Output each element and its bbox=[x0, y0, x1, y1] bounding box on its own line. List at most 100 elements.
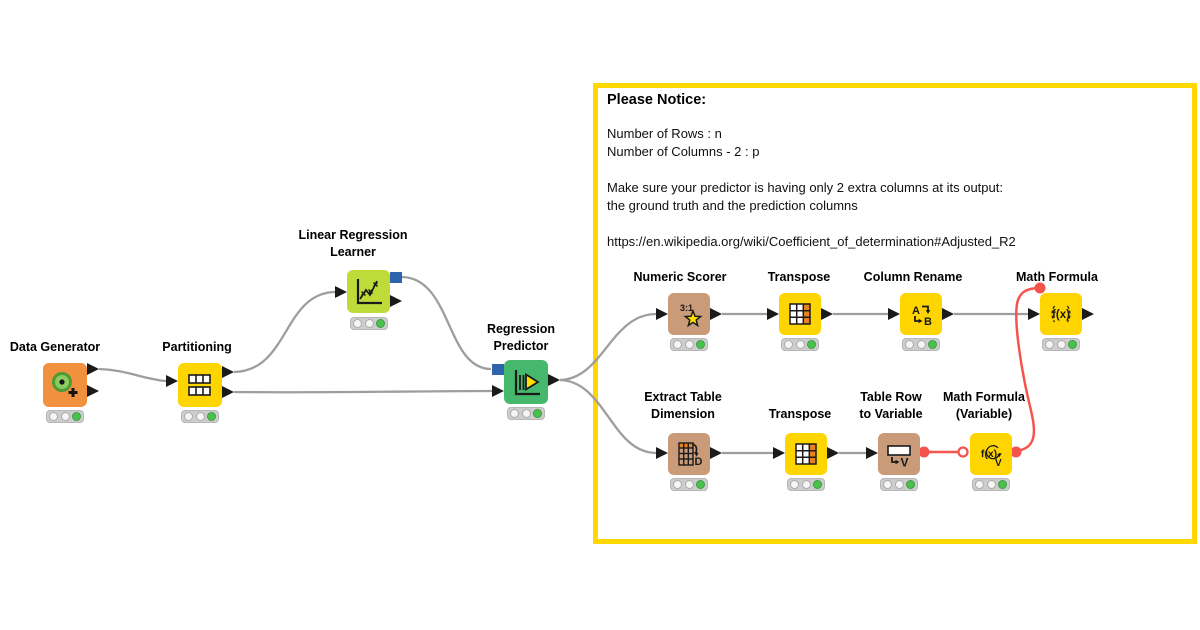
table-row-to-variable-output-port[interactable] bbox=[918, 446, 930, 458]
status-green-dot bbox=[533, 409, 542, 418]
status-green-dot bbox=[807, 340, 816, 349]
status-red-dot bbox=[673, 480, 682, 489]
extract-table-dimension-input-port[interactable] bbox=[656, 447, 668, 459]
learner-input-port[interactable] bbox=[335, 286, 347, 298]
regression-predictor-icon bbox=[514, 370, 540, 396]
status-red-dot bbox=[353, 319, 362, 328]
transpose2-output-port[interactable] bbox=[827, 447, 839, 459]
numeric-scorer-input-port[interactable] bbox=[656, 308, 668, 320]
transpose-icon bbox=[795, 443, 817, 465]
numeric-scorer-icon: 3:1 bbox=[680, 303, 703, 328]
math-formula-output-port[interactable] bbox=[1082, 308, 1094, 320]
status-red-dot bbox=[510, 409, 519, 418]
node-label-numeric-scorer: Numeric Scorer bbox=[633, 270, 727, 284]
data-generator-icon bbox=[52, 372, 78, 397]
status-green-dot bbox=[696, 480, 705, 489]
status-red-dot bbox=[883, 480, 892, 489]
extract-table-dimension-output-port[interactable] bbox=[710, 447, 722, 459]
node-table-row-to-variable[interactable]: V bbox=[878, 433, 920, 475]
status-amber-dot bbox=[801, 480, 811, 489]
predictor-model-input-port[interactable] bbox=[492, 364, 504, 375]
numeric-scorer-output-port[interactable] bbox=[710, 308, 722, 320]
annotation-body: Number of Rows : n Number of Columns - 2… bbox=[607, 126, 1016, 249]
node-label-transpose-2: Transpose bbox=[768, 407, 832, 421]
math-formula-flowvariable-input-port[interactable] bbox=[1034, 282, 1046, 294]
status-amber-dot bbox=[60, 412, 70, 421]
status-traffic-light bbox=[507, 407, 545, 420]
connection-datagenerator-partitioning[interactable] bbox=[98, 367, 167, 383]
node-regression-predictor[interactable] bbox=[504, 360, 548, 404]
predictor-output-port[interactable] bbox=[548, 374, 560, 386]
connection-mathformulavariable-mathformula[interactable] bbox=[1015, 286, 1041, 453]
node-extract-table-dimension[interactable]: D bbox=[668, 433, 710, 475]
status-green-dot bbox=[376, 319, 385, 328]
partitioning-output-port-1[interactable] bbox=[222, 366, 234, 378]
svg-text:f(x): f(x) bbox=[1052, 309, 1070, 321]
status-red-dot bbox=[905, 340, 914, 349]
status-green-dot bbox=[998, 480, 1007, 489]
node-partitioning[interactable] bbox=[178, 363, 222, 407]
svg-text:V: V bbox=[901, 456, 909, 470]
connection-learner-predictor-model[interactable] bbox=[401, 275, 492, 371]
math-formula-icon: f(x) bbox=[1051, 305, 1071, 323]
connection-partitioning-learner[interactable] bbox=[233, 290, 336, 374]
status-green-dot bbox=[906, 480, 915, 489]
node-label-column-rename: Column Rename bbox=[863, 270, 963, 284]
transpose-output-port[interactable] bbox=[821, 308, 833, 320]
status-traffic-light bbox=[670, 478, 708, 491]
math-formula-input-port[interactable] bbox=[1028, 308, 1040, 320]
status-green-dot bbox=[72, 412, 81, 421]
column-rename-input-port[interactable] bbox=[888, 308, 900, 320]
table-row-to-variable-input-port[interactable] bbox=[866, 447, 878, 459]
math-formula-variable-output-port[interactable] bbox=[1010, 446, 1022, 458]
node-label-transpose: Transpose bbox=[767, 270, 831, 284]
connection-predictor-extracttabledimension[interactable] bbox=[559, 378, 657, 455]
predictor-input-port-data[interactable] bbox=[492, 385, 504, 397]
transpose2-input-port[interactable] bbox=[773, 447, 785, 459]
transpose-icon bbox=[789, 303, 811, 325]
node-math-formula[interactable]: f(x) bbox=[1040, 293, 1082, 335]
partitioning-input-port[interactable] bbox=[166, 375, 178, 387]
node-label-math-formula-variable: Math Formula (Variable) bbox=[943, 390, 1025, 421]
status-amber-dot bbox=[795, 340, 805, 349]
connection-partitioning-predictor[interactable] bbox=[233, 389, 493, 394]
learner-output-port-data[interactable] bbox=[390, 295, 402, 307]
node-data-generator[interactable] bbox=[43, 363, 87, 407]
status-green-dot bbox=[207, 412, 216, 421]
math-formula-variable-input-port[interactable] bbox=[957, 446, 969, 458]
node-transpose[interactable] bbox=[779, 293, 821, 335]
partitioning-icon bbox=[188, 374, 211, 396]
node-label-extract-table-dimension: Extract Table Dimension bbox=[644, 390, 722, 421]
status-traffic-light bbox=[181, 410, 219, 423]
status-traffic-light bbox=[350, 317, 388, 330]
node-numeric-scorer[interactable]: 3:1 bbox=[668, 293, 710, 335]
learner-model-output-port[interactable] bbox=[390, 272, 402, 283]
node-math-formula-variable[interactable]: f(x) V bbox=[970, 433, 1012, 475]
status-amber-dot bbox=[684, 480, 694, 489]
column-rename-output-port[interactable] bbox=[942, 308, 954, 320]
node-column-rename[interactable]: A B bbox=[900, 293, 942, 335]
transpose-input-port[interactable] bbox=[767, 308, 779, 320]
partitioning-output-port-2[interactable] bbox=[222, 386, 234, 398]
status-amber-dot bbox=[894, 480, 904, 489]
status-red-dot bbox=[1045, 340, 1054, 349]
status-amber-dot bbox=[684, 340, 694, 349]
connection-predictor-numericscorer[interactable] bbox=[559, 312, 657, 382]
data-generator-output-port-1[interactable] bbox=[87, 363, 99, 375]
regression-learner-icon bbox=[356, 279, 382, 305]
node-label-math-formula: Math Formula bbox=[1016, 270, 1098, 284]
column-rename-icon: A B bbox=[912, 305, 932, 328]
status-traffic-light bbox=[46, 410, 84, 423]
annotation-title: Please Notice: bbox=[607, 92, 707, 108]
node-linear-regression-learner[interactable] bbox=[347, 270, 390, 313]
status-red-dot bbox=[790, 480, 799, 489]
svg-text:3:1: 3:1 bbox=[680, 303, 693, 313]
node-transpose-2[interactable] bbox=[785, 433, 827, 475]
status-amber-dot bbox=[1056, 340, 1066, 349]
status-traffic-light bbox=[1042, 338, 1080, 351]
node-label-linear-regression-learner: Linear Regression Learner bbox=[298, 228, 408, 259]
status-red-dot bbox=[184, 412, 193, 421]
data-generator-output-port-2[interactable] bbox=[87, 385, 99, 397]
status-amber-dot bbox=[364, 319, 374, 328]
